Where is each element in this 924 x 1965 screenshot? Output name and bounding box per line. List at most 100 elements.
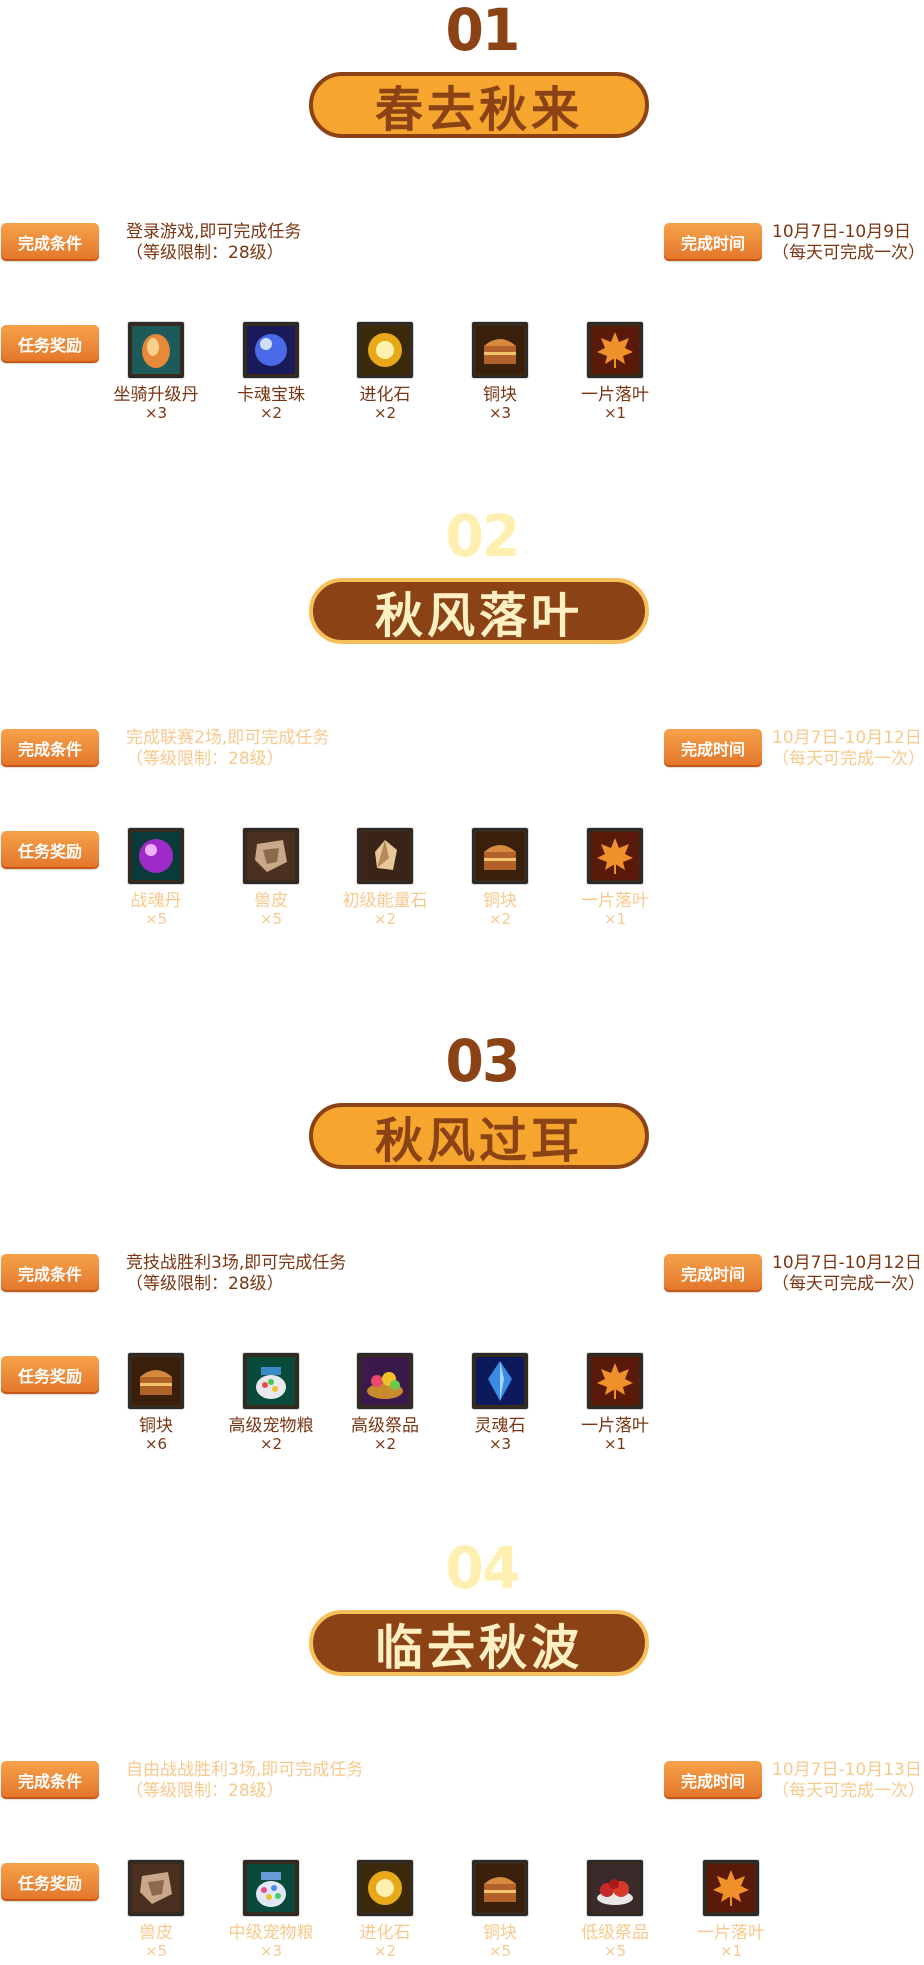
task-section-1: 01 春去秋来 完成条件 登录游戏,即可完成任务（等级限制：28级） 完成时间 … — [0, 0, 924, 500]
reward-item[interactable]: 卡魂宝珠 ×2 — [216, 322, 326, 422]
condition-text: 登录游戏,即可完成任务（等级限制：28级） — [126, 222, 301, 264]
reward-label: 任务奖励 — [1, 1356, 99, 1394]
reward-qty: ×2 — [259, 1435, 283, 1453]
reward-qty: ×2 — [488, 910, 512, 928]
section-number: 03 — [445, 1027, 521, 1095]
reward-qty: ×1 — [603, 1435, 627, 1453]
condition-line-1: 自由战战胜利3场,即可完成任务 — [126, 1760, 364, 1780]
condition-line-2: （等级限制：28级） — [126, 243, 284, 263]
reward-item[interactable]: 高级宠物粮 ×2 — [216, 1353, 326, 1453]
beast-hide-icon — [247, 832, 295, 880]
section-number: 01 — [445, 0, 521, 64]
reward-label: 任务奖励 — [1, 831, 99, 869]
section-title: 秋风落叶 — [309, 578, 649, 644]
reward-qty: ×3 — [488, 1435, 512, 1453]
reward-qty: ×3 — [144, 404, 168, 422]
fruit-bowl-icon — [591, 1864, 639, 1912]
reward-name: 一片落叶 — [581, 1416, 649, 1436]
task-section-3: 03 秋风过耳 完成条件 竞技战胜利3场,即可完成任务（等级限制：28级） 完成… — [0, 1031, 924, 1531]
reward-qty: ×3 — [488, 404, 512, 422]
time-line-2: （每天可完成一次） — [772, 243, 924, 263]
energy-crystal-icon — [361, 832, 409, 880]
reward-name: 中级宠物粮 — [228, 1923, 314, 1943]
reward-item[interactable]: 兽皮 ×5 — [216, 828, 326, 928]
time-line-2: （每天可完成一次） — [772, 1274, 924, 1294]
maple-leaf-icon — [591, 1357, 639, 1405]
condition-line-1: 完成联赛2场,即可完成任务 — [126, 728, 330, 748]
condition-text: 自由战战胜利3场,即可完成任务（等级限制：28级） — [126, 1760, 363, 1802]
reward-name: 灵魂石 — [474, 1416, 526, 1436]
reward-qty: ×5 — [144, 1942, 168, 1960]
reward-name: 卡魂宝珠 — [237, 385, 305, 405]
reward-item[interactable]: 铜块 ×6 — [101, 1353, 211, 1453]
reward-qty: ×2 — [373, 1435, 397, 1453]
section-title: 春去秋来 — [309, 72, 649, 138]
reward-item[interactable]: 战魂丹 ×5 — [101, 828, 211, 928]
reward-qty: ×2 — [373, 1942, 397, 1960]
reward-item[interactable]: 坐骑升级丹 ×3 — [101, 322, 211, 422]
time-line-1: 10月7日-10月12日 — [772, 1253, 922, 1273]
section-number: 02 — [445, 502, 521, 570]
reward-name: 进化石 — [359, 385, 411, 405]
candy-jar-icon — [247, 1864, 295, 1912]
reward-qty: ×5 — [603, 1942, 627, 1960]
reward-qty: ×5 — [259, 910, 283, 928]
reward-item[interactable]: 灵魂石 ×3 — [445, 1353, 555, 1453]
copper-chest-icon — [132, 1357, 180, 1405]
copper-chest-icon — [476, 832, 524, 880]
reward-name: 铜块 — [483, 1923, 517, 1943]
section-number: 04 — [445, 1538, 521, 1602]
condition-line-1: 登录游戏,即可完成任务 — [126, 222, 302, 242]
reward-name: 高级宠物粮 — [228, 1416, 314, 1436]
condition-label: 完成条件 — [1, 223, 99, 261]
reward-qty: ×2 — [259, 404, 283, 422]
reward-item[interactable]: 初级能量石 ×2 — [330, 828, 440, 928]
copper-chest-icon — [476, 1864, 524, 1912]
condition-label: 完成条件 — [1, 1254, 99, 1292]
time-line-1: 10月7日-10月13日 — [772, 1760, 922, 1780]
reward-label: 任务奖励 — [1, 1863, 99, 1901]
mount-pill-icon — [132, 326, 180, 374]
maple-leaf-icon — [591, 326, 639, 374]
time-line-2: （每天可完成一次） — [772, 1781, 924, 1801]
reward-qty: ×3 — [259, 1942, 283, 1960]
beast-hide-icon — [132, 1864, 180, 1912]
condition-line-1: 竞技战胜利3场,即可完成任务 — [126, 1253, 347, 1273]
reward-item[interactable]: 铜块 ×5 — [445, 1860, 555, 1960]
time-line-2: （每天可完成一次） — [772, 749, 924, 769]
reward-label: 任务奖励 — [1, 325, 99, 363]
blue-crystal-icon — [476, 1357, 524, 1405]
condition-text: 完成联赛2场,即可完成任务（等级限制：28级） — [126, 728, 329, 770]
reward-item[interactable]: 铜块 ×3 — [445, 322, 555, 422]
reward-item[interactable]: 一片落叶 ×1 — [560, 322, 670, 422]
reward-item[interactable]: 一片落叶 ×1 — [560, 828, 670, 928]
time-line-1: 10月7日-10月9日 — [772, 222, 912, 242]
reward-item[interactable]: 中级宠物粮 ×3 — [216, 1860, 326, 1960]
condition-label: 完成条件 — [1, 729, 99, 767]
reward-name: 战魂丹 — [130, 891, 182, 911]
reward-item[interactable]: 低级祭品 ×5 — [560, 1860, 670, 1960]
offering-icon — [361, 1357, 409, 1405]
reward-name: 进化石 — [359, 1923, 411, 1943]
time-text: 10月7日-10月13日（每天可完成一次） — [772, 1760, 924, 1802]
condition-line-2: （等级限制：28级） — [126, 1274, 284, 1294]
condition-label: 完成条件 — [1, 1761, 99, 1799]
reward-item[interactable]: 进化石 ×2 — [330, 1860, 440, 1960]
section-title: 秋风过耳 — [309, 1103, 649, 1169]
reward-item[interactable]: 铜块 ×2 — [445, 828, 555, 928]
reward-item[interactable]: 一片落叶 ×1 — [676, 1860, 786, 1960]
task-section-4: 04 临去秋波 完成条件 自由战战胜利3场,即可完成任务（等级限制：28级） 完… — [0, 1538, 924, 1965]
reward-qty: ×1 — [603, 910, 627, 928]
time-text: 10月7日-10月9日（每天可完成一次） — [772, 222, 924, 264]
time-text: 10月7日-10月12日（每天可完成一次） — [772, 728, 924, 770]
reward-item[interactable]: 进化石 ×2 — [330, 322, 440, 422]
reward-qty: ×6 — [144, 1435, 168, 1453]
reward-item[interactable]: 兽皮 ×5 — [101, 1860, 211, 1960]
reward-qty: ×5 — [144, 910, 168, 928]
reward-item[interactable]: 高级祭品 ×2 — [330, 1353, 440, 1453]
time-label: 完成时间 — [664, 1254, 762, 1292]
reward-name: 高级祭品 — [351, 1416, 419, 1436]
evolution-stone-icon — [361, 326, 409, 374]
copper-chest-icon — [476, 326, 524, 374]
reward-item[interactable]: 一片落叶 ×1 — [560, 1353, 670, 1453]
